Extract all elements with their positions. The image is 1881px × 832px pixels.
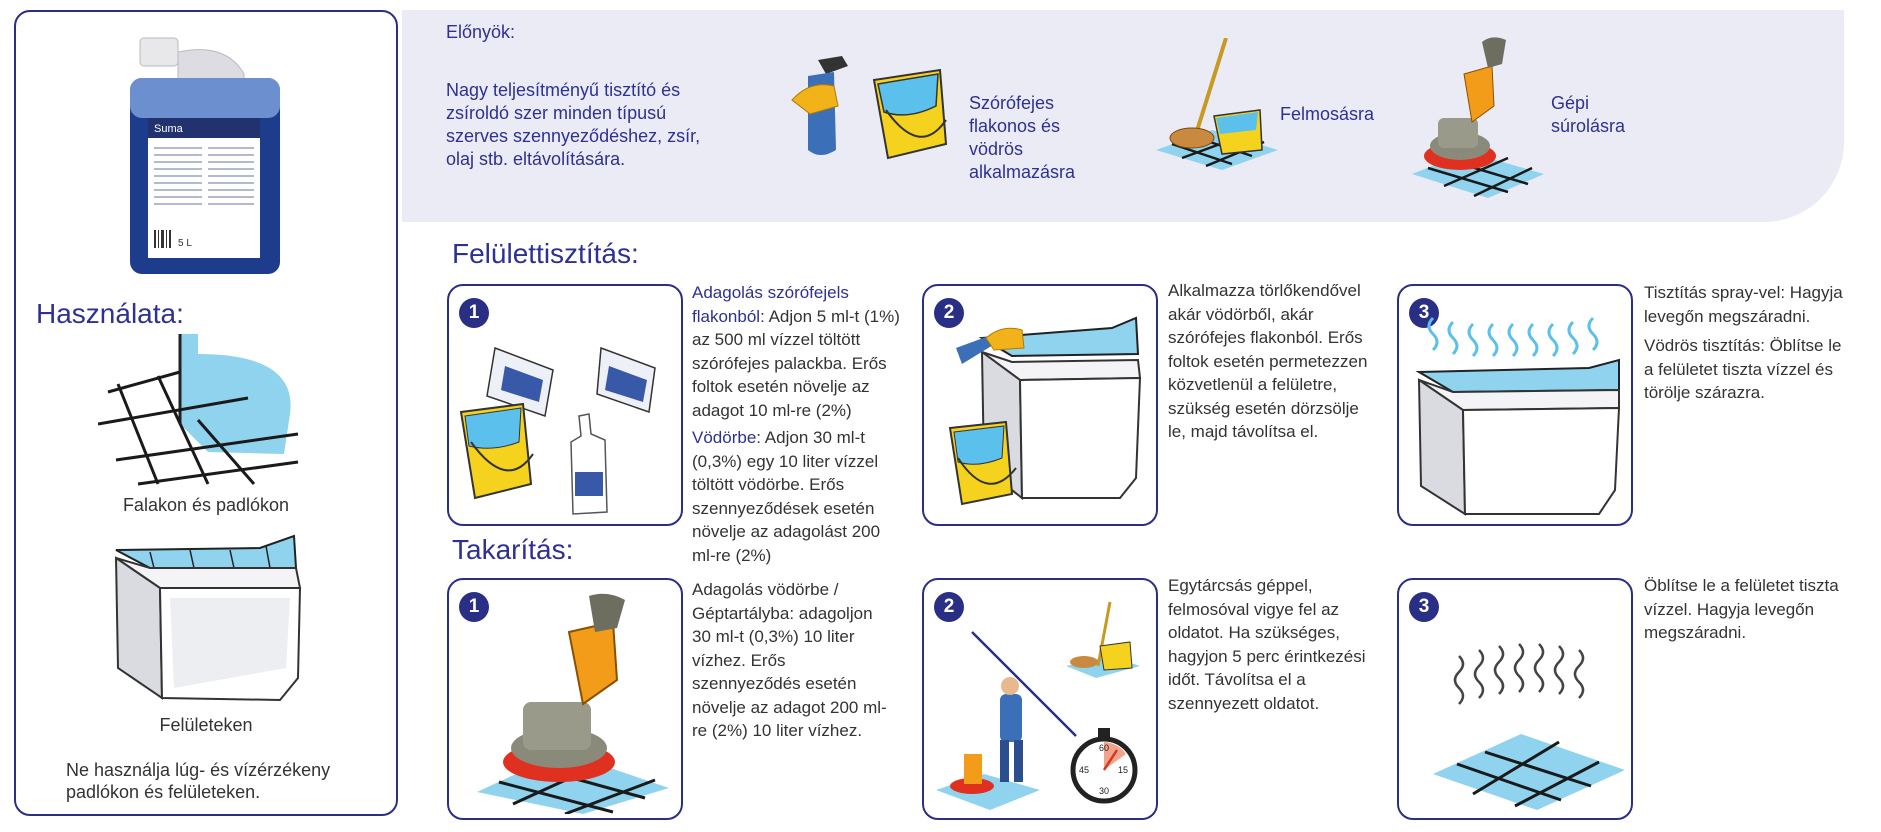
machine-dosing-illustration — [477, 593, 669, 814]
product-volume-label: 5 L — [178, 238, 192, 249]
timer-label: 60 — [1099, 743, 1109, 753]
surface-step3-spray-text: Tisztítás spray-vel: Hagyja levegőn megs… — [1644, 283, 1843, 326]
benefits-description: Nagy teljesítményű tisztító és zsíroldó … — [446, 80, 701, 169]
usage-warning: Ne használja lúg- és vízérzékeny padlóko… — [66, 760, 331, 802]
dosing-bottles-illustration — [459, 346, 656, 515]
benefit-spray-bucket: Szórófejes flakonos és vödrös alkalmazás… — [969, 93, 1076, 182]
surface-step1-image-box: 1 — [447, 284, 683, 526]
cleaning-step2-text: Egytárcsás géppel, felmosóval vigye fel … — [1168, 576, 1366, 713]
step-number-badge: 1 — [459, 592, 489, 622]
walls-floors-illustration — [98, 334, 299, 486]
spray-dosing-text: : Adjon 5 ml-t (1%) az 500 ml vízzel töl… — [692, 306, 900, 420]
step-number-badge: 2 — [934, 298, 964, 328]
product-canister-image: Suma 5 L — [130, 37, 280, 274]
timer-label: 45 — [1079, 765, 1089, 775]
surface-step2-image-box: 2 — [922, 284, 1158, 526]
benefit-mopping: Felmosásra — [1280, 104, 1375, 124]
bucket-dosing-text: : Adjon 30 ml-t (0,3%) egy 10 liter vízz… — [692, 428, 881, 565]
bucket-dosing-title: Vödörbe — [692, 428, 757, 447]
usage-panel — [14, 10, 398, 816]
mop-icon — [1156, 38, 1278, 170]
benefit-machine: Gépi súrolásra — [1551, 93, 1626, 136]
caption-walls-floors: Falakon és padlókon — [122, 495, 290, 515]
product-brand-label: Suma — [154, 123, 184, 135]
timer-label: 30 — [1099, 786, 1109, 796]
spray-dosing-title: Adagolás szórófejels flakonból — [692, 283, 849, 326]
surface-cleaning-heading: Felülettisztítás: — [452, 238, 639, 269]
floor-machine-icon — [1412, 37, 1544, 198]
benefits-title: Előnyök: — [446, 22, 516, 42]
step-number-badge: 1 — [459, 298, 489, 328]
cleaning-step3-text: Öblítse le a felületet tiszta vízzel. Ha… — [1644, 576, 1839, 642]
surface-step1-text: Adagolás szórófejels flakonból: Adjon 5 … — [692, 281, 902, 567]
cleaning-step2-image-box: 2 60 15 30 45 — [922, 578, 1158, 820]
step-number-badge: 3 — [1409, 592, 1439, 622]
machine-mop-timer-illustration: 60 15 30 45 — [936, 601, 1140, 810]
cleaning-step1-image-box: 1 — [447, 578, 683, 820]
cleaning-step3-image-box: 3 — [1397, 578, 1633, 820]
drying-surface-illustration — [1415, 316, 1621, 516]
surface-step3-bucket-text: Vödrös tisztítás: Öblítse le a felületet… — [1644, 336, 1842, 402]
timer-label: 15 — [1118, 765, 1128, 775]
usage-heading: Használata: — [36, 298, 184, 329]
surface-step3-image-box: 3 — [1397, 284, 1633, 526]
cleaning-step1-text: Adagolás vödörbe / Géptartályba: adagolj… — [692, 580, 887, 740]
wipe-surface-illustration — [948, 316, 1142, 506]
step-number-badge: 3 — [1409, 298, 1439, 328]
benefits-band — [402, 10, 1844, 222]
cleaning-heading: Takarítás: — [452, 534, 574, 565]
spray-bucket-icon — [791, 56, 948, 160]
surface-step3-text: Tisztítás spray-vel: Hagyja levegőn megs… — [1644, 281, 1844, 405]
surfaces-illustration — [114, 534, 302, 702]
caption-surfaces: Felületeken — [159, 715, 253, 735]
rinse-drying-floor-illustration — [1433, 643, 1625, 810]
surface-step2-text: Alkalmazza törlőkendővel akár vödörből, … — [1168, 281, 1368, 441]
step-number-badge: 2 — [934, 592, 964, 622]
